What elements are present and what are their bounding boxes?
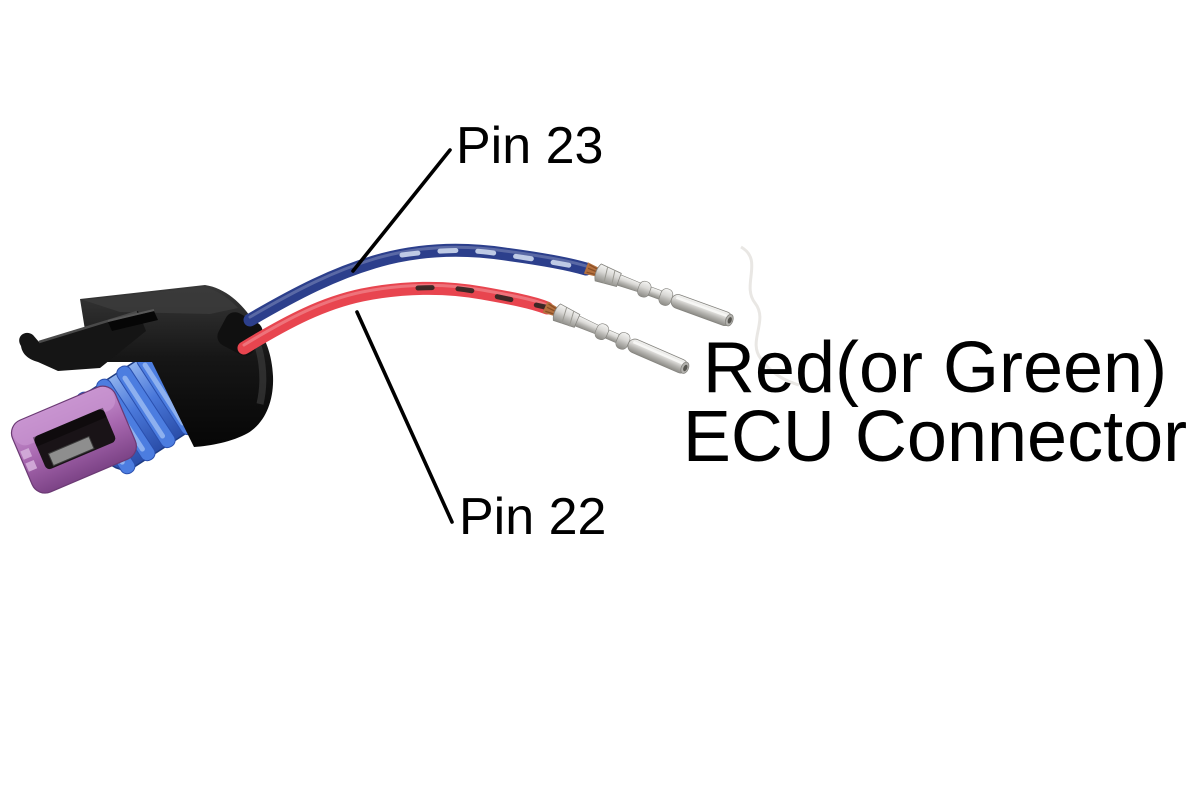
blue-wire-stripe (399, 248, 587, 271)
ecu-label-line2: ECU Connector (682, 397, 1188, 477)
housing-top-highlight (83, 287, 238, 314)
latch-slot (108, 311, 158, 331)
blue-wire (243, 243, 593, 327)
ecu-label-line1: Red(or Green) (702, 328, 1168, 408)
label-pin23: Pin 23 (456, 117, 604, 175)
ghost-wire (740, 245, 800, 387)
red-wire (237, 281, 554, 355)
leader-line-pin23 (351, 148, 452, 273)
connector-latch (19, 309, 158, 371)
label-pin22: Pin 22 (459, 488, 607, 546)
terminal-pin-blue (581, 258, 738, 332)
label-ecu-connector: Red(or Green) ECU Connector (635, 328, 1200, 477)
leader-line-pin22 (355, 310, 454, 524)
connector-tip (10, 385, 137, 494)
